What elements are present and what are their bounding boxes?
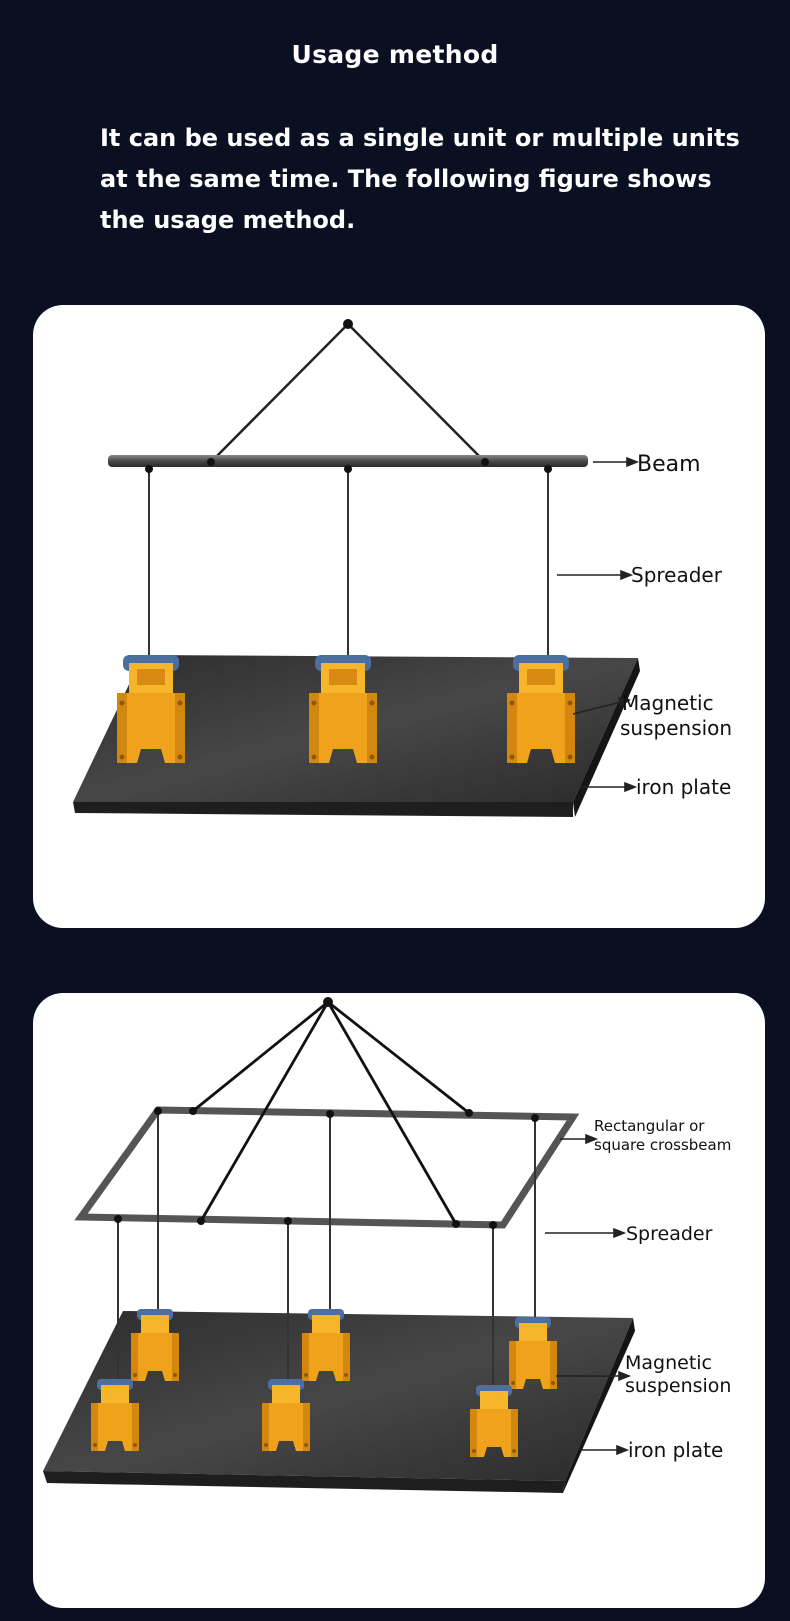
lifting-point — [343, 319, 353, 329]
beam-bar — [108, 455, 588, 467]
label-arrows — [545, 1133, 632, 1456]
intro-text: It can be used as a single unit or multi… — [100, 124, 740, 234]
label-spreader: Spreader — [626, 1223, 713, 1245]
single-beam-illustration: Beam Spreader Magnetic suspension iron p… — [73, 319, 732, 817]
spreaders — [148, 468, 549, 677]
label-crossbeam-line2: square crossbeam — [594, 1136, 731, 1154]
label-magnetic-line2: suspension — [620, 716, 732, 740]
crossbeam-illustration: Rectangular or square crossbeam Spreader… — [43, 997, 731, 1493]
label-spreader: Spreader — [631, 563, 723, 587]
label-magnetic-line2: suspension — [625, 1375, 731, 1397]
diagram-single-beam: Beam Spreader Magnetic suspension iron p… — [33, 305, 765, 928]
sling-cables — [210, 323, 486, 463]
label-iron-plate: iron plate — [636, 775, 731, 799]
label-beam: Beam — [637, 452, 701, 477]
label-magnetic-line1: Magnetic — [625, 1352, 712, 1374]
lifting-point — [323, 997, 333, 1007]
label-magnetic-line1: Magnetic — [622, 691, 714, 715]
label-arrows — [557, 456, 640, 793]
spreaders — [117, 1111, 536, 1393]
label-crossbeam-line1: Rectangular or — [594, 1117, 705, 1135]
diagram-crossbeam: Rectangular or square crossbeam Spreader… — [33, 993, 765, 1608]
sling-cables — [192, 1000, 470, 1225]
page-title: Usage method — [291, 40, 499, 69]
label-iron-plate: iron plate — [628, 1438, 723, 1462]
crossbeam-frame — [74, 1106, 580, 1229]
